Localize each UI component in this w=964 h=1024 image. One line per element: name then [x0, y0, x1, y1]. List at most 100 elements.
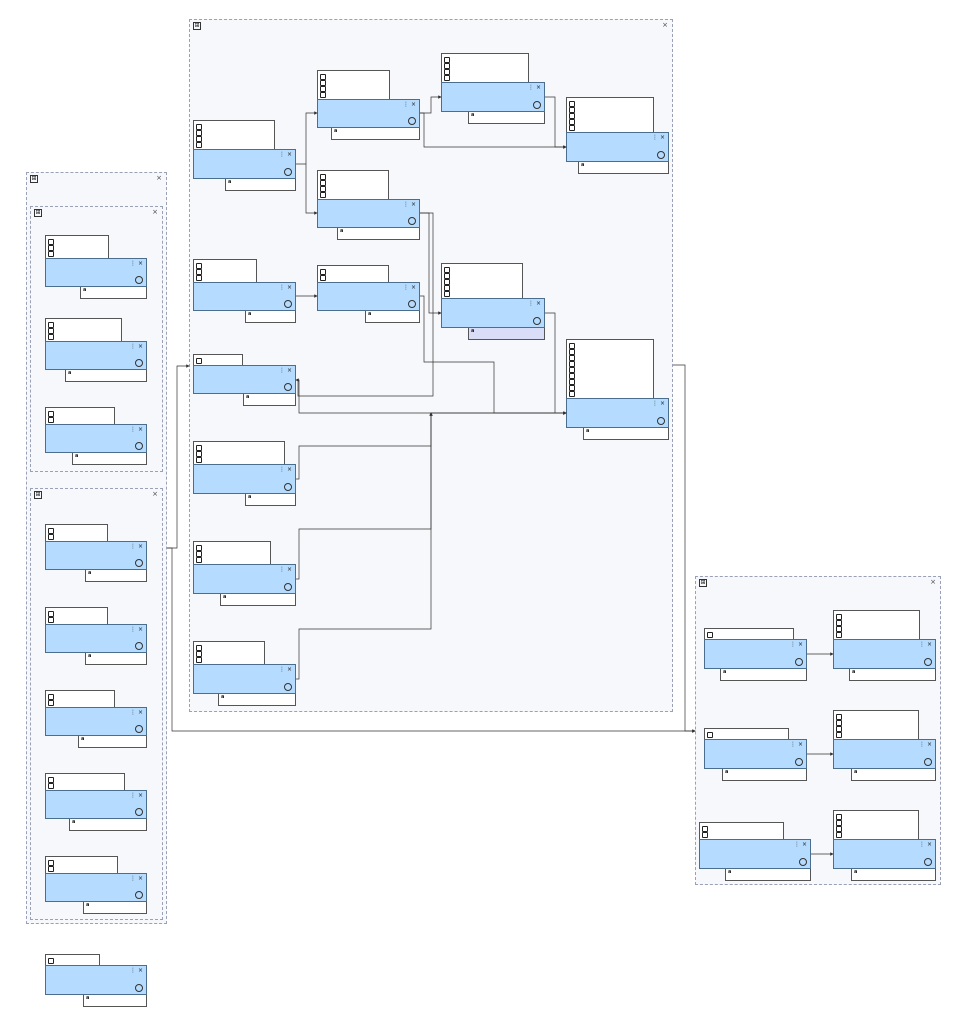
- port-icon[interactable]: [48, 251, 54, 257]
- port-icon[interactable]: [196, 457, 202, 463]
- menu-icon[interactable]: ⋮: [130, 967, 136, 974]
- menu-icon[interactable]: ⋮: [919, 641, 925, 648]
- menu-icon[interactable]: ⋮: [403, 201, 409, 208]
- close-icon[interactable]: ×: [286, 666, 292, 673]
- output-ports[interactable]: a: [220, 594, 296, 606]
- output-ports[interactable]: a: [225, 179, 296, 191]
- edge-connector[interactable]: [295, 212, 434, 397]
- close-icon[interactable]: ×: [535, 84, 541, 91]
- port-icon[interactable]: [836, 720, 842, 726]
- edge-connector[interactable]: [296, 111, 318, 165]
- port-icon[interactable]: [196, 142, 202, 148]
- pipeline-node[interactable]: ⋮×: [704, 639, 807, 669]
- menu-icon[interactable]: ⋮: [790, 641, 796, 648]
- close-icon[interactable]: ×: [797, 641, 803, 648]
- edge-connector[interactable]: [296, 379, 567, 415]
- menu-icon[interactable]: ⋮: [528, 84, 534, 91]
- port-icon[interactable]: [196, 136, 202, 142]
- output-ports[interactable]: a: [83, 902, 147, 914]
- port-icon[interactable]: [196, 557, 202, 563]
- output-ports[interactable]: a: [80, 287, 147, 299]
- menu-icon[interactable]: ⋮: [403, 101, 409, 108]
- port-icon[interactable]: [48, 245, 54, 251]
- output-ports[interactable]: a: [720, 669, 807, 681]
- output-ports[interactable]: a: [468, 112, 545, 124]
- edge-connector[interactable]: [420, 95, 442, 114]
- port-icon[interactable]: [836, 814, 842, 820]
- pipeline-node[interactable]: ⋮×: [566, 398, 669, 428]
- port-icon[interactable]: [48, 328, 54, 334]
- port-icon[interactable]: [320, 186, 326, 192]
- close-icon[interactable]: ×: [659, 134, 665, 141]
- port-icon[interactable]: [320, 180, 326, 186]
- port-icon[interactable]: [569, 349, 575, 355]
- edge-connector[interactable]: [167, 364, 190, 549]
- port-icon[interactable]: [320, 192, 326, 198]
- close-icon[interactable]: ×: [286, 466, 292, 473]
- pipeline-node[interactable]: ⋮×: [193, 564, 296, 594]
- port-icon[interactable]: [836, 714, 842, 720]
- output-ports[interactable]: a: [245, 311, 296, 323]
- menu-icon[interactable]: ⋮: [279, 151, 285, 158]
- port-icon[interactable]: [569, 361, 575, 367]
- close-icon[interactable]: ×: [137, 626, 143, 633]
- pipeline-node[interactable]: ⋮×: [317, 199, 420, 228]
- port-icon[interactable]: [836, 726, 842, 732]
- port-icon[interactable]: [569, 391, 575, 397]
- output-ports[interactable]: a: [72, 453, 147, 465]
- port-icon[interactable]: [702, 832, 708, 838]
- close-icon[interactable]: ×: [930, 578, 936, 586]
- port-icon[interactable]: [320, 86, 326, 92]
- port-icon[interactable]: [48, 411, 54, 417]
- menu-icon[interactable]: ⋮: [403, 284, 409, 291]
- edge-connector[interactable]: [420, 295, 567, 415]
- output-ports[interactable]: a: [725, 869, 811, 881]
- port-icon[interactable]: [48, 700, 54, 706]
- port-icon[interactable]: [320, 74, 326, 80]
- close-icon[interactable]: ×: [152, 490, 158, 498]
- output-ports[interactable]: a: [851, 869, 936, 881]
- port-icon[interactable]: [196, 269, 202, 275]
- port-icon[interactable]: [444, 273, 450, 279]
- port-icon[interactable]: [444, 279, 450, 285]
- expand-icon[interactable]: ⊞: [34, 209, 42, 217]
- output-ports[interactable]: a: [245, 494, 296, 506]
- close-icon[interactable]: ×: [286, 367, 292, 374]
- menu-icon[interactable]: ⋮: [279, 367, 285, 374]
- port-icon[interactable]: [48, 239, 54, 245]
- pipeline-node[interactable]: ⋮×: [45, 624, 147, 653]
- output-ports[interactable]: a: [468, 328, 545, 340]
- pipeline-node[interactable]: ⋮×: [193, 365, 296, 394]
- port-icon[interactable]: [569, 107, 575, 113]
- port-icon[interactable]: [196, 124, 202, 130]
- port-icon[interactable]: [196, 275, 202, 281]
- output-ports[interactable]: a: [331, 128, 420, 140]
- port-icon[interactable]: [48, 617, 54, 623]
- output-ports[interactable]: a: [365, 311, 420, 323]
- close-icon[interactable]: ×: [286, 566, 292, 573]
- pipeline-node[interactable]: ⋮×: [193, 149, 296, 179]
- close-icon[interactable]: ×: [156, 174, 162, 182]
- edge-connector[interactable]: [673, 364, 696, 733]
- close-icon[interactable]: ×: [410, 101, 416, 108]
- port-icon[interactable]: [444, 285, 450, 291]
- menu-icon[interactable]: ⋮: [130, 543, 136, 550]
- menu-icon[interactable]: ⋮: [794, 841, 800, 848]
- menu-icon[interactable]: ⋮: [919, 741, 925, 748]
- output-ports[interactable]: a: [722, 769, 807, 781]
- port-icon[interactable]: [48, 866, 54, 872]
- expand-icon[interactable]: ⊞: [34, 491, 42, 499]
- port-icon[interactable]: [196, 358, 202, 364]
- port-icon[interactable]: [320, 174, 326, 180]
- output-ports[interactable]: a: [578, 162, 669, 174]
- port-icon[interactable]: [196, 645, 202, 651]
- menu-icon[interactable]: ⋮: [919, 841, 925, 848]
- pipeline-node[interactable]: ⋮×: [45, 424, 147, 453]
- pipeline-node[interactable]: ⋮×: [193, 664, 296, 694]
- port-icon[interactable]: [444, 69, 450, 75]
- edge-connector[interactable]: [545, 96, 567, 149]
- port-icon[interactable]: [707, 732, 713, 738]
- port-icon[interactable]: [48, 783, 54, 789]
- pipeline-node[interactable]: ⋮×: [193, 282, 296, 311]
- port-icon[interactable]: [707, 632, 713, 638]
